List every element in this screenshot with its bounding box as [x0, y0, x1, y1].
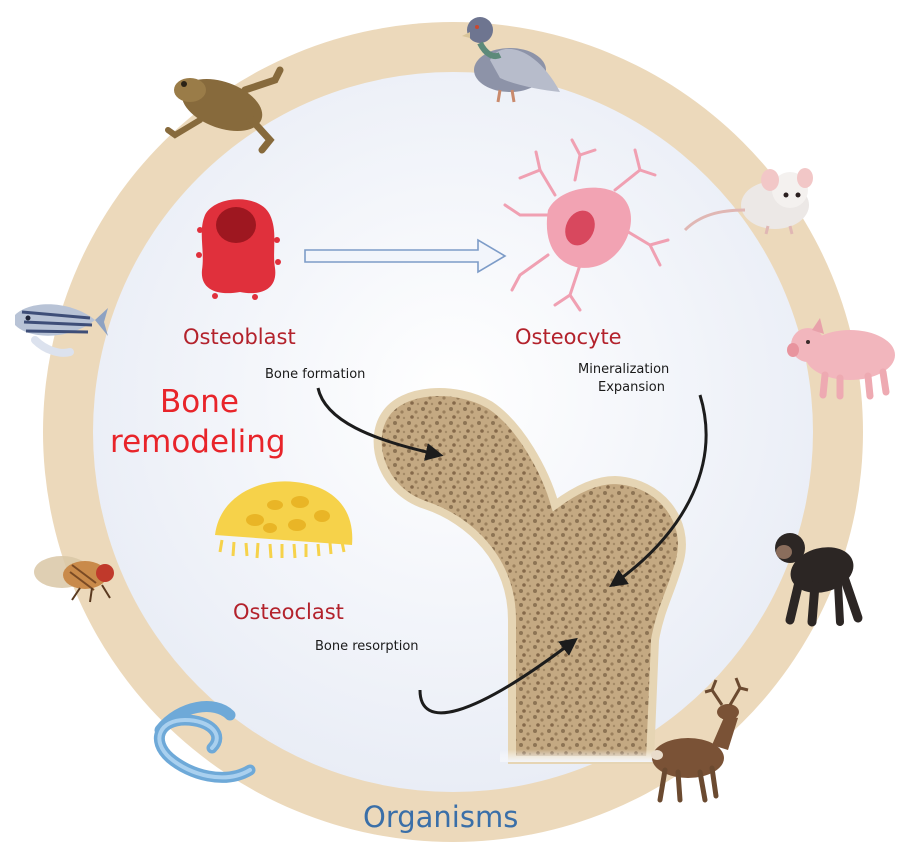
osteoblast-label: Osteoblast	[183, 325, 296, 349]
diagram-title-line1: Bone	[160, 382, 239, 422]
expansion-label: Expansion	[598, 380, 665, 395]
organisms-label: Organisms	[363, 800, 518, 834]
osteoblast-cell	[196, 199, 281, 300]
osteoclast-label: Osteoclast	[233, 600, 344, 624]
bone-resorption-label: Bone resorption	[315, 639, 419, 654]
bone-formation-label: Bone formation	[265, 367, 365, 382]
diagram-title-line2: remodeling	[110, 422, 286, 462]
mineralization-label: Mineralization	[578, 362, 669, 377]
osteocyte-label: Osteocyte	[515, 325, 622, 349]
